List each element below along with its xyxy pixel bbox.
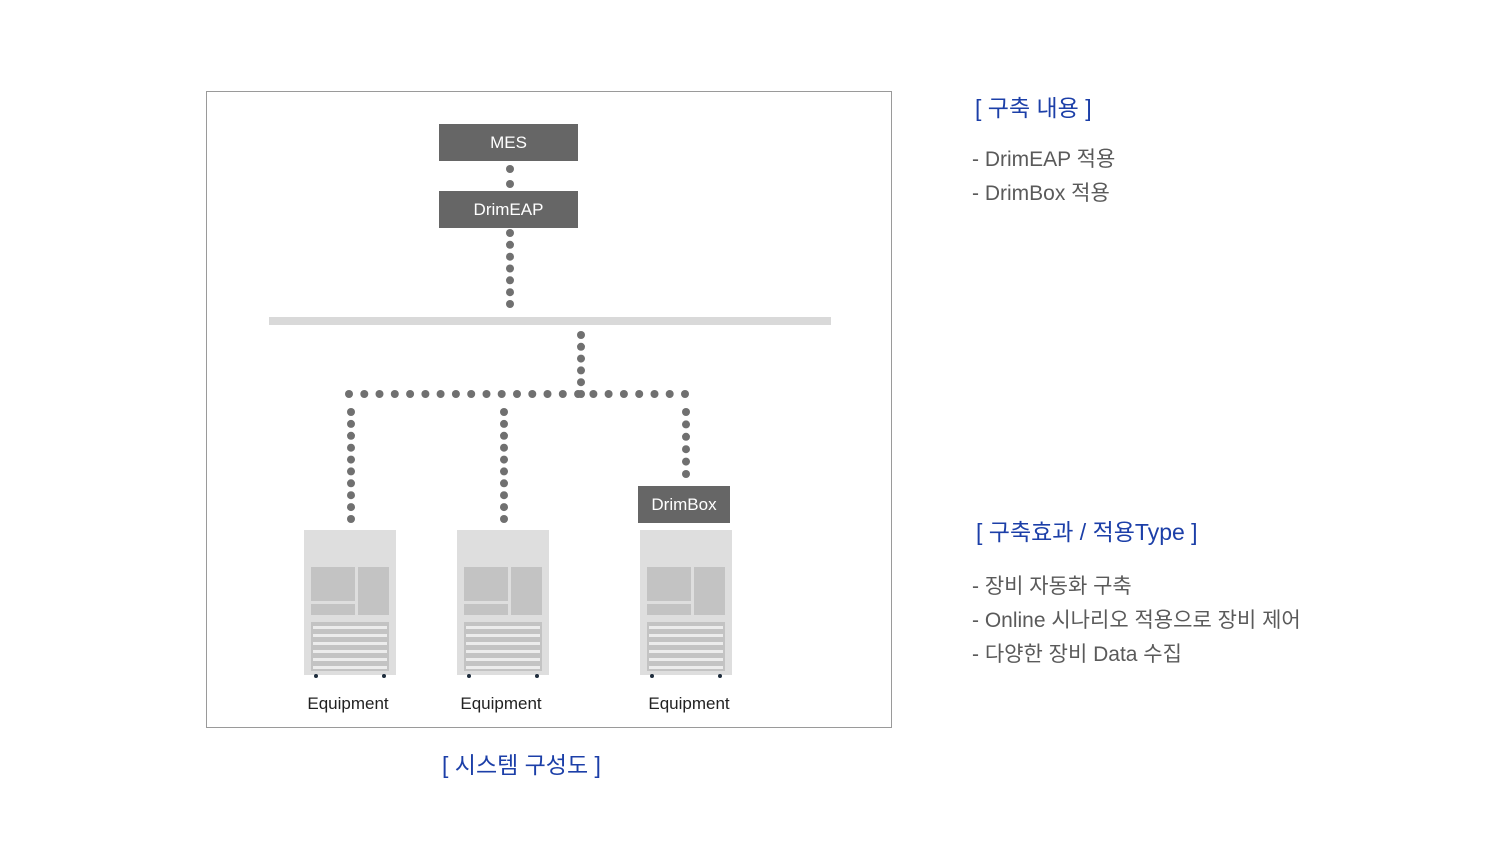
drimeap-node: DrimEAP bbox=[439, 191, 578, 228]
equipment-label: Equipment bbox=[307, 694, 389, 713]
construction-list: - DrimEAP 적용 - DrimBox 적용 bbox=[972, 143, 1115, 211]
connector-layer bbox=[345, 165, 690, 523]
construction-title: [ 구축 내용 ] bbox=[975, 95, 1092, 121]
connector-drop-2 bbox=[500, 408, 508, 523]
equipment-1 bbox=[304, 530, 396, 680]
drimbox-node: DrimBox bbox=[638, 486, 730, 523]
list-item: - Online 시나리오 적용으로 장비 제어 bbox=[972, 609, 1301, 632]
list-item: - DrimEAP 적용 bbox=[972, 148, 1116, 171]
connector-drop-1 bbox=[347, 408, 355, 523]
equipment-label: Equipment bbox=[460, 694, 542, 713]
connector-drimeap-bus bbox=[506, 229, 514, 308]
equipment-2 bbox=[457, 530, 549, 680]
list-item: - DrimBox 적용 bbox=[972, 182, 1110, 205]
network-bus bbox=[269, 317, 831, 325]
diagram-caption: [ 시스템 구성도 ] bbox=[442, 752, 601, 778]
mes-node: MES bbox=[439, 124, 578, 161]
connector-drop-3 bbox=[682, 408, 690, 478]
system-diagram: MES DrimEAP DrimBox Equipment Equipment … bbox=[206, 91, 892, 728]
effects-list: - 장비 자동화 구축 - Online 시나리오 적용으로 장비 제어 - 다… bbox=[972, 570, 1301, 672]
effects-title: [ 구축효과 / 적용Type ] bbox=[976, 519, 1198, 545]
list-item: - 다양한 장비 Data 수집 bbox=[972, 643, 1182, 666]
equipment-3 bbox=[640, 530, 732, 680]
list-item: - 장비 자동화 구축 bbox=[972, 575, 1132, 598]
connector-mes-drimeap bbox=[506, 165, 514, 188]
connector-bus-junction bbox=[577, 331, 585, 398]
connector-horizontal bbox=[345, 390, 689, 398]
equipment-label: Equipment bbox=[648, 694, 730, 713]
